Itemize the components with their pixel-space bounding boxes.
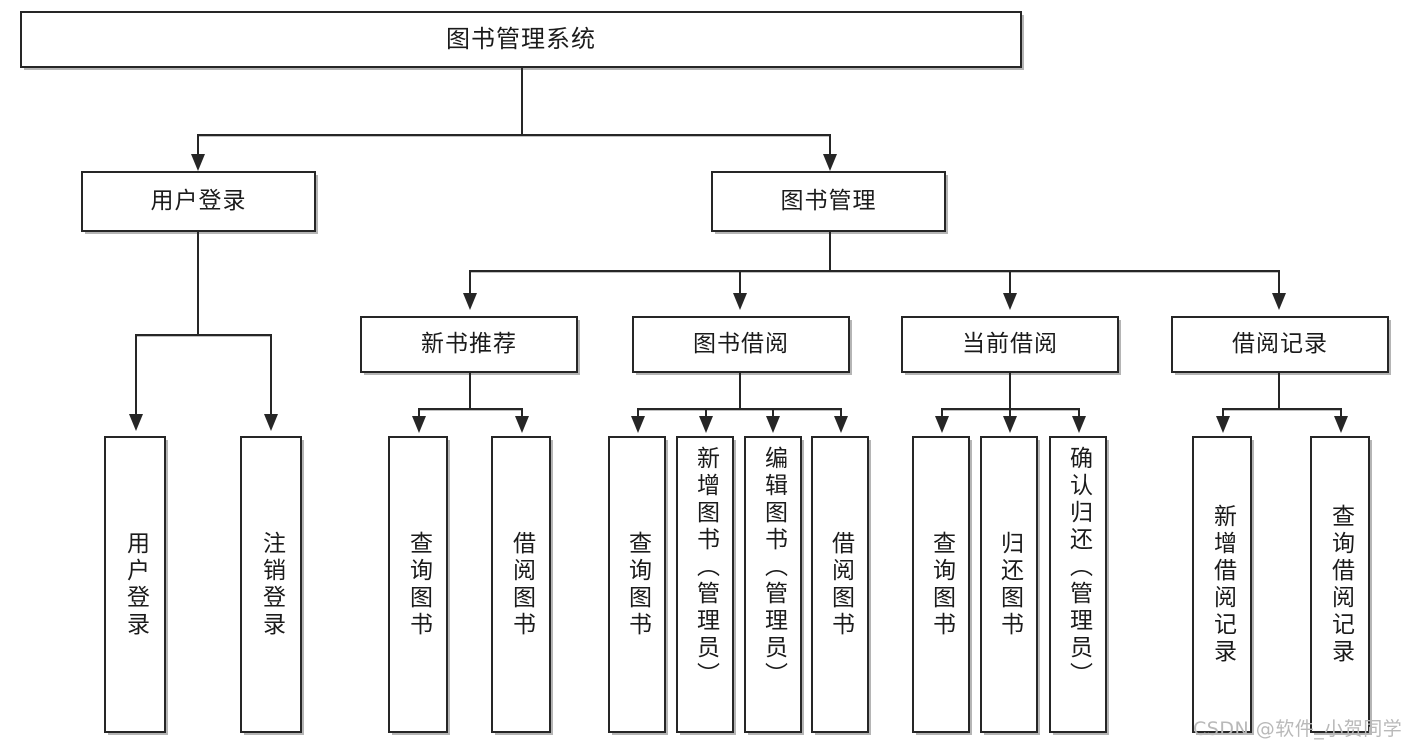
leaf-label: 编辑图书（管理员） (760, 446, 787, 689)
connector-book-borrow-to-leaf-1 (705, 408, 707, 418)
arrowhead-borrow-record-leaf-1 (1334, 416, 1348, 433)
connector-current-borrow-to-leaf-2 (1078, 408, 1080, 418)
leaf-user-login-logout[interactable]: 注销登录 (240, 436, 302, 733)
node-label: 图书借阅 (693, 330, 789, 357)
connector-book-manage-to-borrow-record (1278, 270, 1280, 295)
arrowhead-book-borrow-leaf-1 (699, 416, 713, 433)
arrowhead-new-book-leaf-0 (412, 416, 426, 433)
connector-user-login-to-leaf-1 (270, 334, 272, 416)
leaf-label: 查询图书 (624, 530, 651, 639)
connector-book-manage-to-current-borrow (1009, 270, 1011, 295)
arrowhead-borrow-book (733, 293, 747, 310)
connector-book-borrow-bus (637, 408, 840, 410)
node-new-book-recommend[interactable]: 新书推荐 (360, 316, 578, 373)
leaf-book-borrow-borrow[interactable]: 借阅图书 (811, 436, 869, 733)
connector-book-borrow-stem (739, 373, 741, 409)
arrowhead-new-book-leaf-1 (515, 416, 529, 433)
leaf-label: 借阅图书 (827, 530, 854, 639)
leaf-label: 确认归还（管理员） (1065, 446, 1092, 689)
arrowhead-to-book-manage (823, 154, 837, 171)
arrowhead-book-borrow-leaf-0 (631, 416, 645, 433)
connector-borrow-record-stem (1278, 373, 1280, 409)
leaf-book-borrow-add[interactable]: 新增图书（管理员） (676, 436, 734, 733)
connector-root-stem (521, 68, 523, 134)
leaf-label: 查询图书 (928, 530, 955, 639)
arrowhead-borrow-record (1272, 293, 1286, 310)
arrowhead-borrow-record-leaf-0 (1216, 416, 1230, 433)
arrowhead-current-borrow (1003, 293, 1017, 310)
connector-current-borrow-stem (1009, 373, 1011, 409)
connector-user-login-to-leaf-0 (135, 334, 137, 416)
connector-book-manage-stem (829, 232, 831, 271)
csdn-watermark: CSDN @软件_小贺同学 (1193, 718, 1403, 740)
node-label: 当前借阅 (962, 330, 1058, 357)
connector-borrow-record-to-leaf-1 (1340, 408, 1342, 418)
leaf-new-book-query[interactable]: 查询图书 (388, 436, 448, 733)
leaf-label: 查询图书 (405, 530, 432, 639)
arrowhead-current-borrow-leaf-0 (935, 416, 949, 433)
node-label: 图书管理 (780, 187, 877, 214)
leaf-current-borrow-return[interactable]: 归还图书 (980, 436, 1038, 733)
leaf-label: 归还图书 (996, 530, 1023, 639)
connector-root-to-user-login (197, 134, 199, 157)
connector-borrow-record-to-leaf-0 (1222, 408, 1224, 418)
leaf-book-borrow-edit[interactable]: 编辑图书（管理员） (744, 436, 802, 733)
leaf-user-login-login[interactable]: 用户登录 (104, 436, 166, 733)
node-label: 图书管理系统 (446, 25, 596, 54)
arrowhead-current-borrow-leaf-2 (1072, 416, 1086, 433)
arrowhead-user-login-leaf-0 (129, 414, 143, 431)
connector-current-borrow-to-leaf-0 (941, 408, 943, 418)
leaf-label: 借阅图书 (508, 530, 535, 639)
connector-new-book-to-leaf-1 (521, 408, 523, 418)
connector-book-borrow-to-leaf-2 (772, 408, 774, 418)
connector-book-borrow-to-leaf-3 (840, 408, 842, 418)
leaf-current-borrow-confirm[interactable]: 确认归还（管理员） (1049, 436, 1107, 733)
leaf-label: 新增图书（管理员） (692, 446, 719, 689)
leaf-current-borrow-query[interactable]: 查询图书 (912, 436, 970, 733)
connector-user-login-stem (197, 232, 199, 334)
leaf-new-book-borrow[interactable]: 借阅图书 (491, 436, 551, 733)
arrowhead-book-borrow-leaf-3 (834, 416, 848, 433)
connector-current-borrow-to-leaf-1 (1009, 408, 1011, 418)
arrowhead-current-borrow-leaf-1 (1003, 416, 1017, 433)
connector-borrow-record-bus (1222, 408, 1340, 410)
node-current-borrow[interactable]: 当前借阅 (901, 316, 1119, 373)
arrowhead-new-book (463, 293, 477, 310)
leaf-label: 查询借阅记录 (1327, 503, 1354, 666)
connector-book-manage-bus (469, 270, 1279, 272)
arrowhead-user-login-leaf-1 (264, 414, 278, 431)
connector-book-borrow-to-leaf-0 (637, 408, 639, 418)
node-book-manage[interactable]: 图书管理 (711, 171, 946, 232)
connector-new-book-to-leaf-0 (418, 408, 420, 418)
connector-root-to-book-manage (829, 134, 831, 157)
leaf-label: 注销登录 (258, 530, 285, 639)
node-label: 借阅记录 (1232, 330, 1328, 357)
connector-book-manage-to-borrow-book (739, 270, 741, 295)
node-borrow-record[interactable]: 借阅记录 (1171, 316, 1389, 373)
leaf-label: 用户登录 (122, 530, 149, 639)
leaf-book-borrow-query[interactable]: 查询图书 (608, 436, 666, 733)
connector-user-login-bus (135, 334, 270, 336)
leaf-label: 新增借阅记录 (1209, 503, 1236, 666)
node-user-login[interactable]: 用户登录 (81, 171, 316, 232)
leaf-borrow-record-add[interactable]: 新增借阅记录 (1192, 436, 1252, 733)
connector-new-book-bus (418, 408, 521, 410)
node-book-borrow[interactable]: 图书借阅 (632, 316, 850, 373)
connector-new-book-stem (469, 373, 471, 409)
node-label: 新书推荐 (421, 330, 517, 357)
arrowhead-to-user-login (191, 154, 205, 171)
node-label: 用户登录 (150, 187, 247, 214)
leaf-borrow-record-query[interactable]: 查询借阅记录 (1310, 436, 1370, 733)
arrowhead-book-borrow-leaf-2 (766, 416, 780, 433)
connector-root-bus (197, 134, 829, 136)
node-root-system[interactable]: 图书管理系统 (20, 11, 1022, 68)
connector-book-manage-to-new-book (469, 270, 471, 295)
